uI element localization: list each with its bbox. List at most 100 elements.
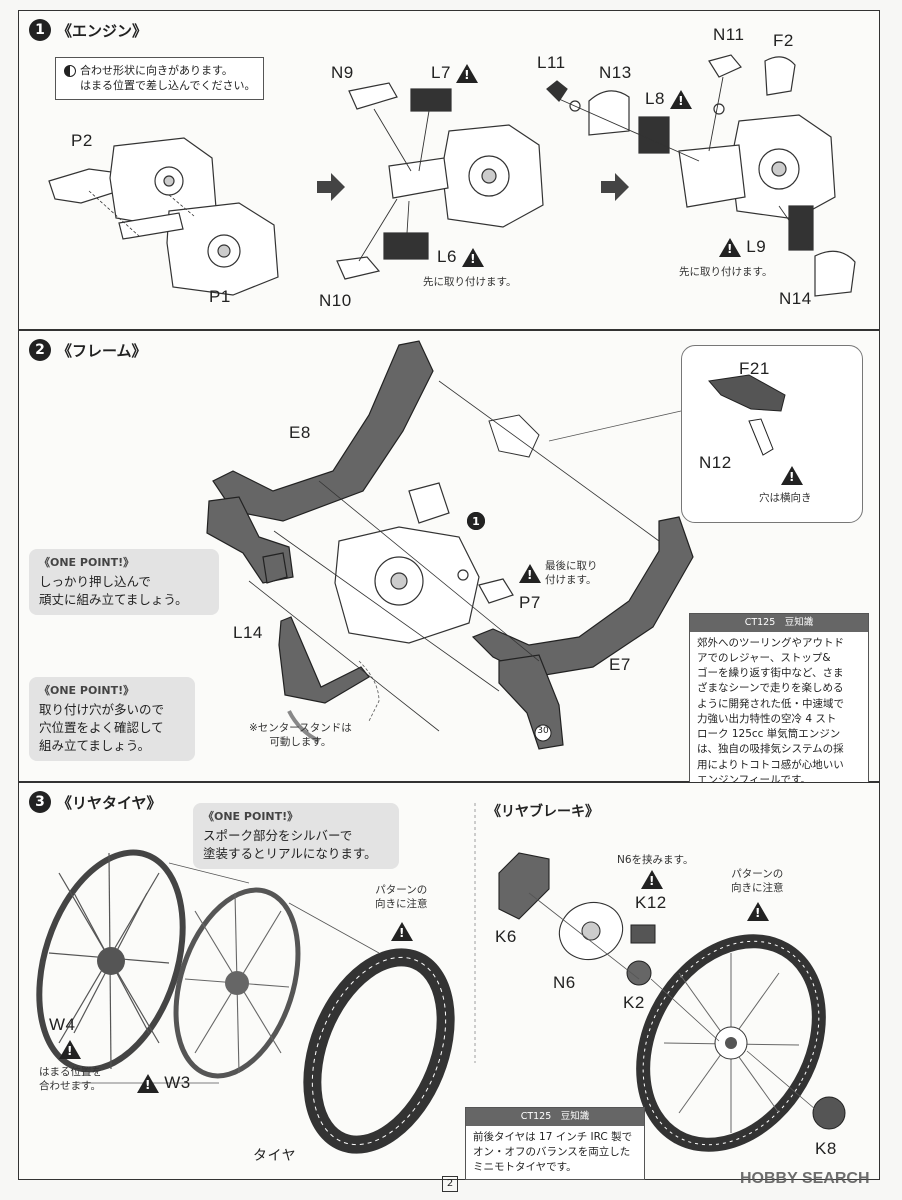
note-pattern2-line2: 向きに注意 (731, 882, 784, 895)
tire-pattern-2-warning (747, 901, 769, 921)
onepoint-2-line2: 穴位置をよく確認して (39, 720, 164, 736)
label-k8: K8 (815, 1139, 837, 1158)
onepoint-2-title: 《ONE POINT!》 (39, 684, 135, 697)
step1-number: 1 (29, 19, 51, 41)
note-n6-sandwich: N6を挟みます。 (617, 854, 694, 866)
step1-title: 《エンジン》 (57, 21, 148, 40)
onepoint-3-title: 《ONE POINT!》 (203, 810, 299, 823)
note-p7: 最後に取り付けます。 (545, 559, 598, 587)
step3-number: 3 (29, 791, 51, 813)
step3-illustration (36, 803, 846, 1154)
onepoint-1-line2: 頑丈に組み立てましょう。 (39, 592, 188, 608)
trivia-engine-line: 用によりトコトコ感が心地いい (697, 758, 844, 771)
page-number: 2 (442, 1176, 458, 1192)
step1-panel: 1 《エンジン》 合わせ形状に向きがあります。 はまる位置で差し込んでください。 (18, 10, 880, 330)
label-l14: L14 (233, 623, 263, 642)
note-pattern1-line2: 向きに注意 (375, 898, 428, 911)
label-f21: F21 (739, 359, 770, 378)
label-e7: E7 (609, 655, 631, 674)
note-w4: はまる位置を合わせます。 (39, 1065, 102, 1093)
label-n9: N9 (331, 63, 354, 82)
trivia-engine-line: ざまなシーンで走りを楽しめる (697, 682, 844, 695)
label-e8: E8 (289, 423, 311, 442)
note-p7-line1: 最後に取り (545, 560, 598, 572)
onepoint-1-line1: しっかり押し込んで (39, 573, 151, 589)
trivia-engine-line: は、独自の吸排気システムの採 (697, 743, 844, 756)
trivia-engine-line: ゴーを繰り返す街中など、さま (697, 667, 844, 680)
warning-icon (641, 870, 663, 889)
label-n14: N14 (779, 289, 812, 308)
label-l7: L7 (431, 63, 479, 84)
step2-header: 2 《フレーム》 (29, 339, 147, 361)
trivia-tire-line: 前後タイヤは 17 インチ IRC 製で (473, 1130, 633, 1143)
note-center-stand: ※センタースタンドは可動します。 (249, 721, 352, 749)
onepoint-3-line1: スポーク部分をシルバーで (203, 827, 353, 843)
onepoint-box-1: 《ONE POINT!》 しっかり押し込んで 頑丈に組み立てましょう。 (29, 549, 219, 616)
label-f2: F2 (773, 31, 794, 50)
label-k6: K6 (495, 927, 517, 946)
trivia-engine-body: 郊外へのツーリングやアウトドアでのレジャー、ストップ&ゴーを繰り返す街中など、さ… (690, 632, 868, 792)
trivia-tire-title: CT125 豆知識 (466, 1108, 644, 1126)
tire-pattern-warning (391, 921, 413, 941)
trivia-box-engine: CT125 豆知識 郊外へのツーリングやアウトドアでのレジャー、ストップ&ゴーを… (689, 613, 869, 793)
step1-hint-box: 合わせ形状に向きがあります。 はまる位置で差し込んでください。 (55, 57, 265, 100)
label-p2: P2 (71, 131, 93, 150)
note-tire-pattern-2: パターンの向きに注意 (731, 867, 784, 895)
note-w4-line1: はまる位置を (39, 1066, 102, 1078)
label-l8-text: L8 (645, 89, 665, 108)
label-n11: N11 (713, 25, 745, 44)
trivia-engine-title: CT125 豆知識 (690, 614, 868, 632)
note-l6: 先に取り付けます。 (423, 276, 517, 288)
ref-30-marker: 30 (537, 726, 549, 736)
label-n12: N12 (699, 453, 732, 472)
trivia-box-tire: CT125 豆知識 前後タイヤは 17 インチ IRC 製でオン・オフのバランス… (465, 1107, 645, 1181)
ref-step1-marker: 1 (467, 512, 485, 530)
label-k12: K12 (635, 893, 667, 912)
note-pattern1-line1: パターンの (375, 884, 428, 896)
trivia-engine-line: ローク 125cc 単気筒エンジン (697, 728, 841, 741)
note-l9: 先に取り付けます。 (679, 266, 773, 278)
step2-title: 《フレーム》 (57, 341, 147, 360)
warning-icon (519, 564, 541, 583)
label-w4: W4 (49, 1015, 76, 1034)
label-n6: N6 (553, 973, 576, 992)
label-l6: L6 (437, 247, 485, 268)
label-tire: タイヤ (253, 1147, 297, 1163)
note-pattern2-line1: パターンの (731, 868, 784, 880)
onepoint-1-title: 《ONE POINT!》 (39, 556, 135, 569)
step1-illustration (48, 54, 856, 297)
warning-icon (59, 1040, 81, 1059)
warning-icon (719, 238, 741, 258)
warning-icon (456, 64, 479, 84)
label-l11: L11 (537, 53, 566, 72)
label-p1: P1 (209, 287, 231, 306)
note-stand-line2: 可動します。 (269, 736, 332, 749)
warning-icon (137, 1074, 159, 1094)
label-w3: W3 (137, 1073, 191, 1094)
label-l6-text: L6 (437, 247, 457, 266)
rear-brake-title: 《リヤブレーキ》 (487, 804, 599, 820)
note-p7-line2: 付けます。 (545, 574, 597, 587)
onepoint-3-line2: 塗装するとリアルになります。 (203, 846, 377, 862)
trivia-engine-line: アでのレジャー、ストップ& (697, 651, 831, 664)
onepoint-box-2: 《ONE POINT!》 取り付け穴が多いので 穴位置をよく確認して 組み立てま… (29, 677, 195, 762)
warning-icon (670, 90, 693, 110)
w4-warning (59, 1039, 81, 1059)
label-w3-text: W3 (164, 1073, 191, 1092)
warning-icon (747, 902, 769, 921)
step3-title: 《リヤタイヤ》 (57, 793, 162, 812)
k12-warning (641, 869, 663, 889)
trivia-engine-line: ように開発された低・中速域で (697, 697, 844, 710)
trivia-engine-line: 郊外へのツーリングやアウトド (697, 636, 844, 649)
label-n10: N10 (319, 291, 352, 310)
p7-warning (519, 563, 541, 583)
half-circle-icon (64, 65, 76, 77)
n12-warning (781, 465, 803, 485)
step2-number: 2 (29, 339, 51, 361)
label-l9-text: L9 (746, 237, 767, 256)
trivia-engine-line: 力強い出力特性の空冷 4 スト (697, 712, 837, 725)
warning-icon (781, 466, 803, 485)
watermark-logo: HOBBY SEARCH (740, 1170, 870, 1187)
note-tire-pattern: パターンの向きに注意 (375, 883, 428, 911)
onepoint-2-line1: 取り付け穴が多いので (39, 701, 165, 717)
